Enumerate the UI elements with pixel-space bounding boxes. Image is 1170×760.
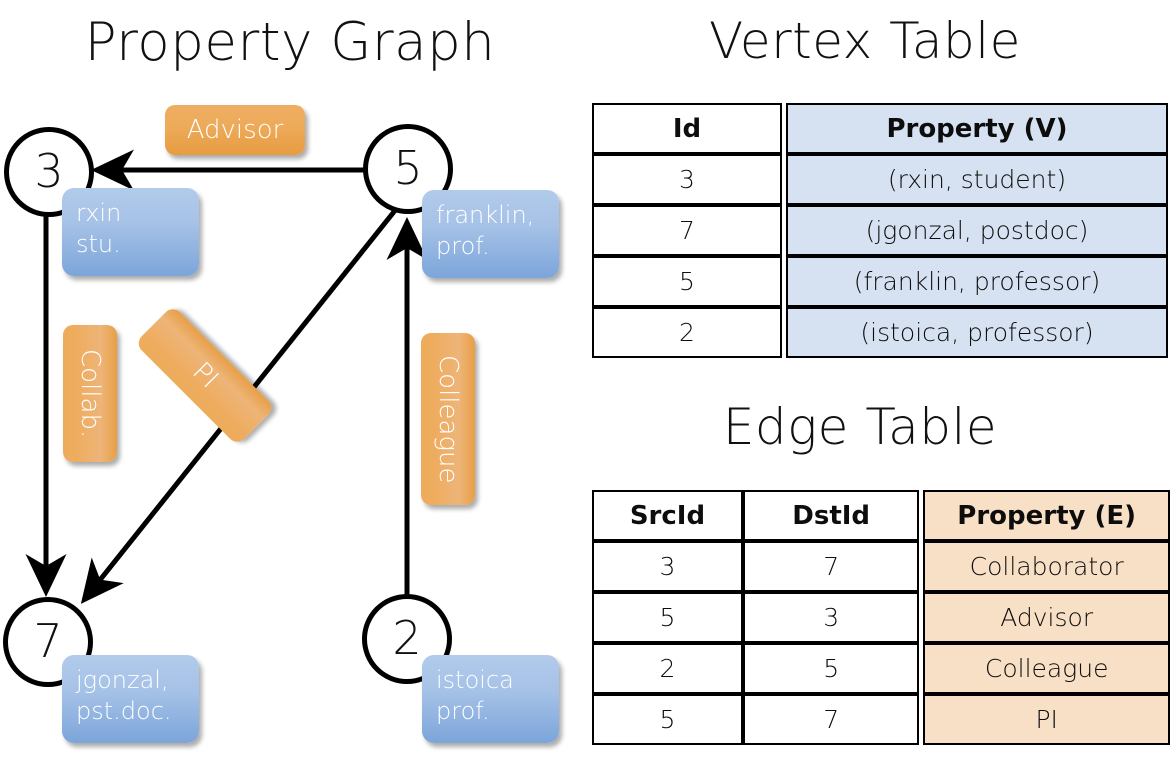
vertex-row-3-property: (istoica, professor) <box>786 307 1168 358</box>
edge-label-colleague: Colleague <box>421 333 475 505</box>
table-row[interactable]: 2 5 Colleague <box>592 643 1170 694</box>
edge-row-2-property: Colleague <box>923 643 1170 694</box>
edge-row-1-property: Advisor <box>923 592 1170 643</box>
graph-node-5-label: 5 <box>393 141 423 195</box>
node-property-3-line2: stu. <box>76 229 121 258</box>
edge-label-advisor-text: Advisor <box>186 115 284 145</box>
node-property-3-line1: rxin <box>76 199 122 227</box>
vertex-row-0-id: 3 <box>592 154 782 205</box>
table-row[interactable]: 3 7 Collaborator <box>592 541 1170 592</box>
graph-node-7-label: 7 <box>33 614 63 668</box>
edge-row-2-src: 2 <box>592 643 743 694</box>
node-property-box-7: jgonzal, pst.doc. <box>62 655 199 743</box>
edge-table-header-srcid: SrcId <box>592 490 743 541</box>
edge-label-colleague-text: Colleague <box>433 354 463 484</box>
edge-table-header-row: SrcId DstId Property (E) <box>592 490 1170 541</box>
table-row[interactable]: 2 (istoica, professor) <box>592 307 1168 358</box>
table-row[interactable]: 7 (jgonzal, postdoc) <box>592 205 1168 256</box>
edge-label-advisor: Advisor <box>165 105 305 155</box>
graph-node-3-label: 3 <box>34 144 64 198</box>
page-title-vertex-table: Vertex Table <box>709 12 1021 70</box>
edge-table: SrcId DstId Property (E) 3 7 Collaborato… <box>592 490 1170 745</box>
edge-row-3-src: 5 <box>592 694 743 745</box>
table-row[interactable]: 5 7 PI <box>592 694 1170 745</box>
vertex-table: Id Property (V) 3 (rxin, student) 7 (jgo… <box>592 103 1168 358</box>
edge-table-header-dstid: DstId <box>742 490 920 541</box>
vertex-row-0-property: (rxin, student) <box>786 154 1168 205</box>
edge-row-3-property: PI <box>923 694 1170 745</box>
edge-row-0-src: 3 <box>592 541 743 592</box>
edge-row-3-dst: 7 <box>742 694 920 745</box>
edge-label-pi-text: PI <box>186 356 224 395</box>
vertex-table-header-id: Id <box>592 103 782 154</box>
graph-node-5[interactable]: 5 <box>363 124 453 214</box>
edge-row-1-dst: 3 <box>742 592 920 643</box>
table-row[interactable]: 5 3 Advisor <box>592 592 1170 643</box>
vertex-row-1-id: 7 <box>592 205 782 256</box>
page-title-edge-table: Edge Table <box>722 398 998 456</box>
vertex-row-1-property: (jgonzal, postdoc) <box>786 205 1168 256</box>
vertex-table-header-property: Property (V) <box>786 103 1168 154</box>
vertex-table-header-row: Id Property (V) <box>592 103 1168 154</box>
node-property-5-line1: franklin, <box>436 201 535 229</box>
edge-row-1-src: 5 <box>592 592 743 643</box>
graph-node-2[interactable]: 2 <box>362 594 452 684</box>
edge-row-2-dst: 5 <box>742 643 920 694</box>
vertex-row-3-id: 2 <box>592 307 782 358</box>
table-row[interactable]: 5 (franklin, professor) <box>592 256 1168 307</box>
node-property-7-line1: jgonzal, <box>76 666 169 694</box>
edge-table-header-property: Property (E) <box>923 490 1170 541</box>
edge-row-0-property: Collaborator <box>923 541 1170 592</box>
vertex-row-2-id: 5 <box>592 256 782 307</box>
edge-label-collab-text: Collab. <box>75 348 105 439</box>
page-title-property-graph: Property Graph <box>84 12 496 73</box>
node-property-5-line2: prof. <box>436 231 490 260</box>
node-property-box-3: rxin stu. <box>62 188 199 276</box>
node-property-box-5: franklin, prof. <box>422 190 559 278</box>
node-property-box-2: istoica prof. <box>422 655 559 743</box>
graph-node-2-label: 2 <box>392 611 422 665</box>
node-property-2-line2: prof. <box>436 696 490 725</box>
edge-label-collab: Collab. <box>63 325 117 462</box>
edge-row-0-dst: 7 <box>742 541 920 592</box>
node-property-2-line1: istoica <box>436 666 514 694</box>
vertex-row-2-property: (franklin, professor) <box>786 256 1168 307</box>
table-row[interactable]: 3 (rxin, student) <box>592 154 1168 205</box>
node-property-7-line2: pst.doc. <box>76 696 172 725</box>
